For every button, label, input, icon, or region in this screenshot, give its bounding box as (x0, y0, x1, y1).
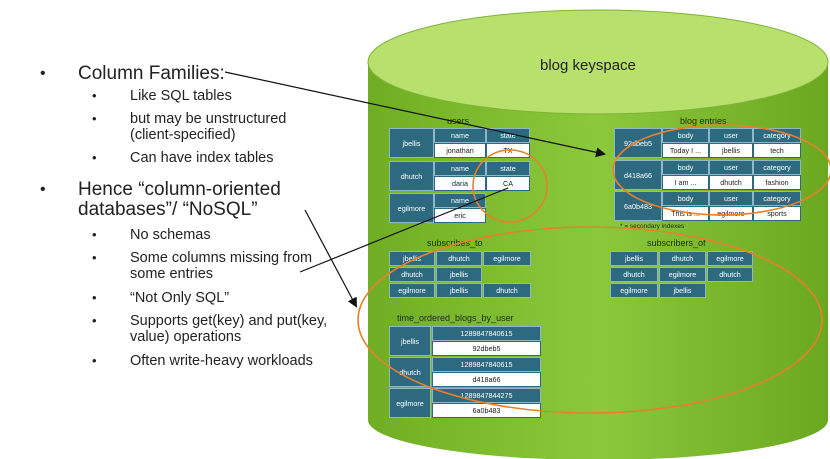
row-key: egilmore (389, 193, 434, 223)
sub-bullet: • “Not Only SQL” (92, 290, 230, 306)
row-key: 92dbeb5 (614, 128, 662, 158)
bullet-dot: • (92, 150, 97, 165)
column-value: fashion (753, 175, 801, 190)
subscribes-to-table-name: subscribes_to (427, 238, 483, 248)
column-name: user (709, 128, 753, 143)
row-key: dhutch (389, 267, 435, 282)
column-value: Today I ... (662, 143, 709, 158)
subscribers-of-table-name: subscribers_of (647, 238, 706, 248)
sub-bullet: • Can have index tables (92, 150, 274, 166)
column-value: tech (753, 143, 801, 158)
column-name: state (486, 128, 530, 143)
column-name: 1289847840615 (432, 357, 541, 372)
row-key: egilmore (389, 283, 435, 298)
row-key: dhutch (389, 161, 434, 191)
column-name: egilmore (707, 251, 753, 266)
row-key: jbellis (389, 128, 434, 158)
column-name: egilmore (659, 267, 706, 282)
blog-entries-table-name: blog entries (680, 116, 727, 126)
column-name: user (709, 160, 753, 175)
row-key: dhutch (389, 357, 431, 387)
sub-bullet: • Supports get(key) and put(key, value) … (92, 313, 328, 345)
column-name: body (662, 160, 709, 175)
row-key: dhutch (610, 267, 658, 282)
column-name: body (662, 128, 709, 143)
column-value: CA (486, 176, 530, 191)
sub-bullet: • Some columns missing from some entries (92, 250, 313, 282)
column-value: jbellis (709, 143, 753, 158)
column-name: 1289847840615 (432, 326, 541, 341)
column-name: user (709, 191, 753, 206)
column-value: egilmore (709, 206, 753, 221)
row-key: egilmore (610, 283, 658, 298)
column-name: category (753, 160, 801, 175)
bullet-column-families: • Column Families: (40, 63, 225, 84)
column-name: dhutch (659, 251, 706, 266)
column-value: daria (434, 176, 486, 191)
row-key: 6a0b483 (614, 191, 662, 221)
column-name: jbellis (436, 267, 482, 282)
column-name: dhutch (707, 267, 753, 282)
bullet-dot: • (92, 111, 97, 126)
bullet-dot: • (40, 181, 46, 198)
column-name: state (486, 161, 530, 176)
column-name: jbellis (436, 283, 482, 298)
column-name: category (753, 128, 801, 143)
users-table-name: users (447, 116, 470, 126)
sub-bullet: • Often write-heavy workloads (92, 353, 313, 369)
column-value: sports (753, 206, 801, 221)
column-name: category (753, 191, 801, 206)
keyspace-title: blog keyspace (540, 57, 636, 74)
column-value: I am ... (662, 175, 709, 190)
column-value: d418a66 (432, 372, 541, 387)
row-key: d418a66 (614, 160, 662, 190)
column-value: 6a0b483 (432, 403, 541, 418)
row-key: egilmore (389, 388, 431, 418)
column-name: 1289847844275 (432, 388, 541, 403)
column-name: egilmore (483, 251, 531, 266)
column-name: dhutch (483, 283, 531, 298)
column-name: jbellis (659, 283, 706, 298)
sub-bullet: • No schemas (92, 227, 211, 243)
column-name: dhutch (436, 251, 482, 266)
bullet-list: • Column Families: • Like SQL tables • b… (0, 0, 360, 459)
bullet-dot: • (92, 227, 97, 242)
column-value: 92dbeb5 (432, 341, 541, 356)
column-name: name (434, 193, 486, 208)
row-key: jbellis (389, 326, 431, 356)
column-name: body (662, 191, 709, 206)
sub-bullet: • Like SQL tables (92, 88, 232, 104)
row-key: jbellis (610, 251, 658, 266)
bullet-dot: • (92, 353, 97, 368)
bullet-dot: • (92, 88, 97, 103)
time-ordered-table-name: time_ordered_blogs_by_user (397, 313, 514, 323)
bullet-dot: • (92, 313, 97, 328)
column-name: name (434, 128, 486, 143)
column-value: TX (486, 143, 530, 158)
bullet-dot: • (92, 250, 97, 265)
bullet-dot: • (40, 65, 46, 82)
bullet-dot: • (92, 290, 97, 305)
column-value: This is ... (662, 206, 709, 221)
sub-bullet: • but may be unstructured (client-specif… (92, 111, 287, 143)
row-key: jbellis (389, 251, 435, 266)
secondary-index-note: * = secondary indexes (620, 223, 685, 230)
column-value: dhutch (709, 175, 753, 190)
bullet-column-oriented: • Hence “column-oriented databases”/ “No… (40, 179, 281, 220)
column-value: eric (434, 208, 486, 223)
column-name: name (434, 161, 486, 176)
column-value: jonathan (434, 143, 486, 158)
